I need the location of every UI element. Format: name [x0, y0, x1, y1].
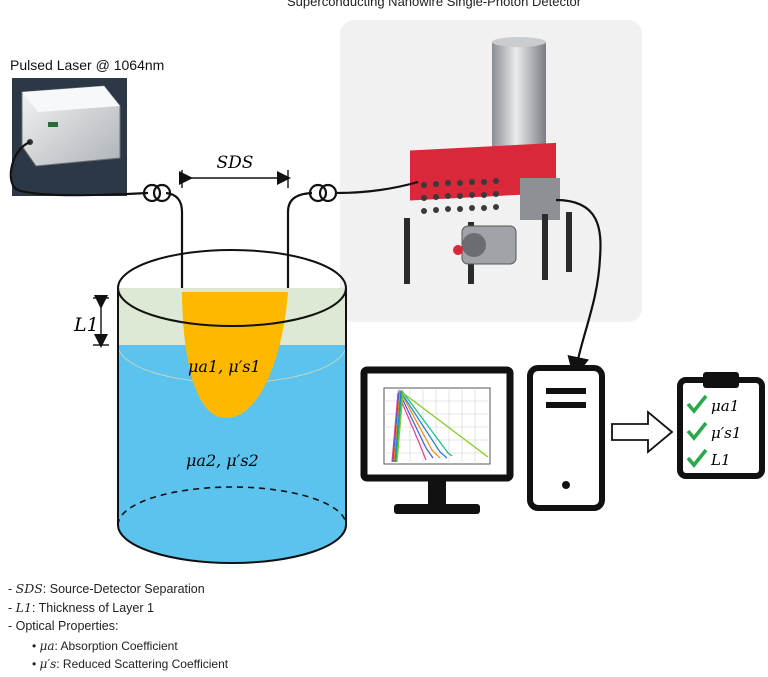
legend-mua-text: : Absorption Coefficient — [54, 639, 178, 653]
laser-device — [12, 78, 127, 196]
output-arrow — [611, 410, 674, 454]
check-icon — [686, 448, 708, 468]
layer1-props-label: μa1, μ′s1 — [188, 357, 261, 376]
l1-label: L1 — [73, 314, 99, 336]
tower-power-button — [562, 481, 570, 489]
checklist-item-mus1: μ′s1 — [711, 424, 741, 442]
legend-mua: • μa: Absorption Coefficient — [32, 639, 178, 653]
tower-drive-bay — [546, 388, 586, 394]
source-fiber-probe — [165, 191, 184, 292]
laser-top — [22, 86, 120, 112]
sds-label: SDS — [217, 153, 254, 173]
detector-leg — [542, 214, 548, 280]
legend-sds-symbol: SDS — [15, 581, 43, 596]
checklist-item-l1: L1 — [710, 451, 731, 469]
results-clipboard: μa1 μ′s1 L1 — [677, 372, 765, 479]
legend-sds-text: : Source-Detector Separation — [42, 582, 205, 596]
detector-leg — [404, 218, 410, 284]
source-fiber — [9, 140, 149, 197]
laser-logo — [48, 122, 58, 127]
legend-mua-symbol: μa — [39, 639, 55, 653]
legend-l1: - L1: Thickness of Layer 1 — [8, 600, 154, 615]
sds-dimension — [179, 170, 291, 188]
tower-drive-bay — [546, 402, 586, 408]
legend-l1-text: : Thickness of Layer 1 — [31, 601, 154, 615]
legend-sds: - SDS: Source-Detector Separation — [8, 581, 205, 596]
clipboard-clip — [703, 372, 739, 388]
cryostat-top — [492, 37, 546, 47]
detector-side-panel — [520, 178, 560, 220]
detector-fiber-probe — [286, 191, 313, 292]
detector-connectors — [421, 178, 499, 214]
detector-leg — [566, 212, 572, 272]
laser-title: Pulsed Laser @ 1064nm — [10, 57, 165, 73]
snspd-title: Superconducting Nanowire Single-Photon D… — [287, 0, 582, 9]
layer2-props-label: μa2, μ′s2 — [186, 451, 259, 470]
monitor-neck — [428, 480, 446, 506]
layer2-body — [118, 345, 346, 563]
detector-pump-flange — [462, 233, 486, 257]
computer-tower — [527, 365, 605, 511]
detector-valve — [453, 245, 463, 255]
photon-banana-path — [182, 292, 288, 418]
l1-dimension — [93, 295, 109, 348]
detector-fiber — [335, 180, 419, 195]
cylinder-bottom-back — [117, 486, 347, 526]
legend-optical: - Optical Properties: — [8, 619, 119, 633]
cylinder-bottom-front — [117, 524, 347, 564]
monitor — [360, 366, 514, 514]
legend-mus-symbol: μ′s — [39, 657, 57, 671]
monitor-stand — [394, 504, 480, 514]
legend-l1-symbol: L1 — [15, 600, 32, 615]
optical-fibers — [9, 140, 602, 379]
check-icon — [686, 421, 708, 441]
detector-fiber-coil — [308, 183, 328, 203]
snspd-output-cable — [555, 198, 602, 379]
check-icon — [686, 394, 708, 414]
plot-curves — [391, 388, 489, 463]
detector-red-box — [410, 142, 556, 201]
checklist-item-mua1: μa1 — [711, 397, 739, 415]
tissue-phantom — [117, 249, 347, 564]
detector-fiber-coil — [318, 183, 338, 203]
snspd-device — [340, 20, 642, 322]
legend-mus-text: : Reduced Scattering Coefficient — [56, 657, 229, 671]
source-fiber-coil — [142, 183, 162, 203]
legend-mus: • μ′s: Reduced Scattering Coefficient — [32, 657, 229, 671]
